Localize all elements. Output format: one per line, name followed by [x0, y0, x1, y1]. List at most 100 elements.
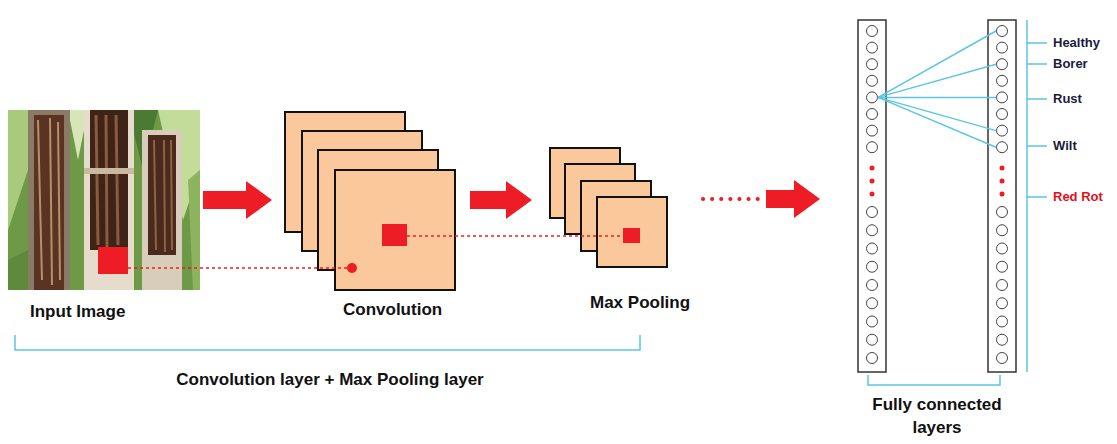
- neuron: [997, 109, 1008, 120]
- class-label: Borer: [1053, 56, 1088, 72]
- pooling-link-line: [407, 235, 623, 237]
- ellipsis-dot: [1000, 192, 1005, 197]
- neuron: [867, 261, 878, 272]
- drawing-part: [148, 135, 176, 255]
- neuron: [867, 75, 878, 86]
- drawing-part: [1026, 20, 1028, 372]
- neuron-connection: [878, 97, 996, 99]
- neuron: [997, 261, 1008, 272]
- pooled-square: [623, 228, 640, 243]
- receptive-field-dot: [347, 263, 357, 273]
- fc-bracket: [868, 375, 1000, 385]
- neuron-connection: [878, 97, 996, 130]
- drawing-part: [98, 247, 128, 274]
- drawing-part: [597, 197, 667, 267]
- bracket-caption: Convolution layer + Max Pooling layer: [176, 372, 484, 388]
- neuron-connection: [878, 31, 996, 97]
- drawing-part: [154, 140, 172, 252]
- ellipsis-dot: [870, 166, 875, 171]
- class-ticks: [1027, 20, 1047, 372]
- neuron: [867, 225, 878, 236]
- neuron: [867, 316, 878, 327]
- neuron: [867, 42, 878, 53]
- kernel-square: [382, 224, 407, 246]
- flow-arrow: [203, 181, 272, 219]
- neuron: [867, 298, 878, 309]
- neuron: [867, 125, 878, 136]
- neuron: [997, 59, 1008, 70]
- drawing-part: [96, 115, 118, 248]
- ellipsis-dot: [870, 192, 875, 197]
- neuron: [997, 42, 1008, 53]
- drawing-part: [38, 118, 60, 285]
- neuron: [997, 334, 1008, 345]
- node-label: Convolution: [343, 300, 442, 320]
- fully-connected-columns: [858, 20, 1016, 372]
- drawing-part: [8, 110, 200, 290]
- pooling-stack: Max Pooling: [550, 148, 700, 313]
- neuron: [997, 243, 1008, 254]
- block-arrow: [470, 181, 532, 219]
- convolution-stack: Convolution: [285, 112, 455, 320]
- drawing-part: [90, 110, 128, 250]
- drawing-part: [188, 170, 200, 290]
- neuron: [867, 280, 878, 291]
- neuron: [867, 243, 878, 254]
- convolution-stack: [285, 112, 455, 290]
- node-label: Max Pooling: [590, 293, 690, 313]
- neuron-connection: [878, 97, 996, 147]
- neuron: [867, 26, 878, 37]
- neuron: [867, 142, 878, 153]
- pooling-stack: [550, 148, 667, 267]
- neuron: [867, 207, 878, 218]
- neuron: [997, 207, 1008, 218]
- neuron: [997, 142, 1008, 153]
- flow-arrow: [703, 180, 820, 218]
- drawing-part: [8, 250, 30, 290]
- dotted-connector: [703, 197, 758, 201]
- class-label: Healthy: [1053, 35, 1100, 51]
- neuron: [867, 59, 878, 70]
- drawing-part: [142, 130, 182, 290]
- neuron: [997, 26, 1008, 37]
- node-label: Input Image: [30, 302, 125, 322]
- node-label: Fully connected layers: [857, 393, 1017, 439]
- drawing-part: [1027, 43, 1047, 197]
- neuron: [997, 92, 1008, 103]
- ellipsis-dot: [870, 179, 875, 184]
- neuron: [997, 75, 1008, 86]
- class-label: Rust: [1053, 91, 1082, 107]
- receptive-field-line: [128, 267, 347, 269]
- neuron: [997, 225, 1008, 236]
- feature-bracket: [15, 335, 640, 350]
- drawing-part: [335, 170, 455, 290]
- drawing-part: [28, 110, 70, 290]
- block-arrow: [203, 181, 272, 219]
- class-label: Wilt: [1053, 138, 1077, 154]
- neuron: [997, 298, 1008, 309]
- fc-layers: Fully connected layers: [845, 15, 1035, 439]
- block-arrow: [766, 180, 820, 218]
- neuron: [867, 334, 878, 345]
- layer-column: [988, 20, 1016, 372]
- drawing-part: [84, 110, 134, 290]
- input-image: Input Image: [8, 110, 200, 322]
- neuron: [867, 92, 878, 103]
- neuron: [867, 353, 878, 364]
- neuron: [997, 280, 1008, 291]
- layer-column: [858, 20, 886, 372]
- ellipsis-dot: [1000, 179, 1005, 184]
- neuron: [867, 109, 878, 120]
- ellipsis-dot: [1000, 166, 1005, 171]
- drawing-part: [84, 168, 134, 174]
- flow-arrow: [470, 181, 532, 219]
- neuron: [997, 353, 1008, 364]
- drawing-part: [34, 115, 64, 290]
- neuron: [997, 316, 1008, 327]
- class-label: Red Rot: [1053, 189, 1103, 205]
